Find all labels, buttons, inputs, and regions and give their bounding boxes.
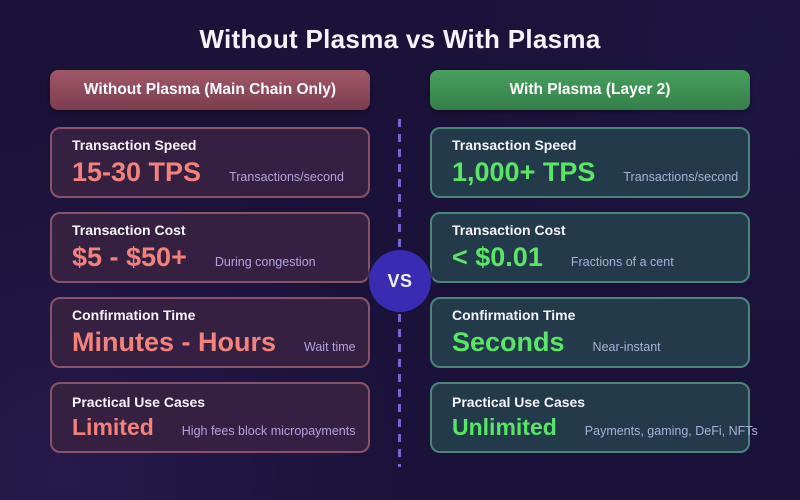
card-note: Wait time (304, 340, 356, 355)
with-plasma-card-list: Transaction Speed 1,000+ TPS Transaction… (430, 127, 758, 453)
card-transaction-speed: Transaction Speed 1,000+ TPS Transaction… (430, 127, 750, 198)
card-label: Transaction Cost (72, 221, 186, 238)
without-plasma-header: Without Plasma (Main Chain Only) (50, 70, 370, 110)
page-title: Without Plasma vs With Plasma (199, 24, 601, 54)
with-plasma-header: With Plasma (Layer 2) (430, 70, 750, 110)
card-value: 1,000+ TPS (452, 157, 596, 188)
card-value: < $0.01 (452, 242, 543, 273)
card-transaction-cost: Transaction Cost $5 - $50+ During conges… (50, 212, 370, 283)
card-note: High fees block micropayments (181, 424, 356, 439)
card-label: Transaction Speed (72, 136, 197, 153)
card-value: Unlimited (452, 414, 557, 441)
card-note: Fractions of a cent (570, 255, 674, 270)
card-label: Transaction Cost (452, 221, 566, 238)
card-label: Practical Use Cases (72, 393, 206, 410)
card-label: Confirmation Time (452, 306, 576, 323)
card-value: 15-30 TPS (72, 157, 202, 188)
card-label: Confirmation Time (72, 306, 196, 323)
without-plasma-card-list: Transaction Speed 15-30 TPS Transactions… (50, 127, 370, 453)
card-confirmation-time: Confirmation Time Seconds Near-instant (430, 297, 750, 368)
with-plasma-column: With Plasma (Layer 2) Transaction Speed … (430, 70, 758, 453)
card-transaction-cost: Transaction Cost < $0.01 Fractions of a … (430, 212, 750, 283)
card-note: Payments, gaming, DeFi, NFTs (584, 424, 758, 439)
card-label: Practical Use Cases (452, 393, 586, 410)
card-note: Near-instant (592, 340, 661, 355)
card-value: Limited (72, 414, 154, 441)
without-plasma-column: Without Plasma (Main Chain Only) Transac… (50, 70, 370, 453)
card-practical-use-cases: Practical Use Cases Limited High fees bl… (50, 382, 370, 453)
card-transaction-speed: Transaction Speed 15-30 TPS Transactions… (50, 127, 370, 198)
card-label: Transaction Speed (452, 136, 577, 153)
card-value: Minutes - Hours (72, 327, 277, 358)
card-note: Transactions/second (623, 170, 739, 185)
vs-badge: VS (369, 250, 431, 312)
card-practical-use-cases: Practical Use Cases Unlimited Payments, … (430, 382, 758, 453)
card-note: During congestion (214, 255, 316, 270)
card-note: Transactions/second (229, 170, 344, 185)
card-confirmation-time: Confirmation Time Minutes - Hours Wait t… (50, 297, 370, 368)
card-value: Seconds (452, 327, 565, 358)
card-value: $5 - $50+ (72, 242, 187, 273)
